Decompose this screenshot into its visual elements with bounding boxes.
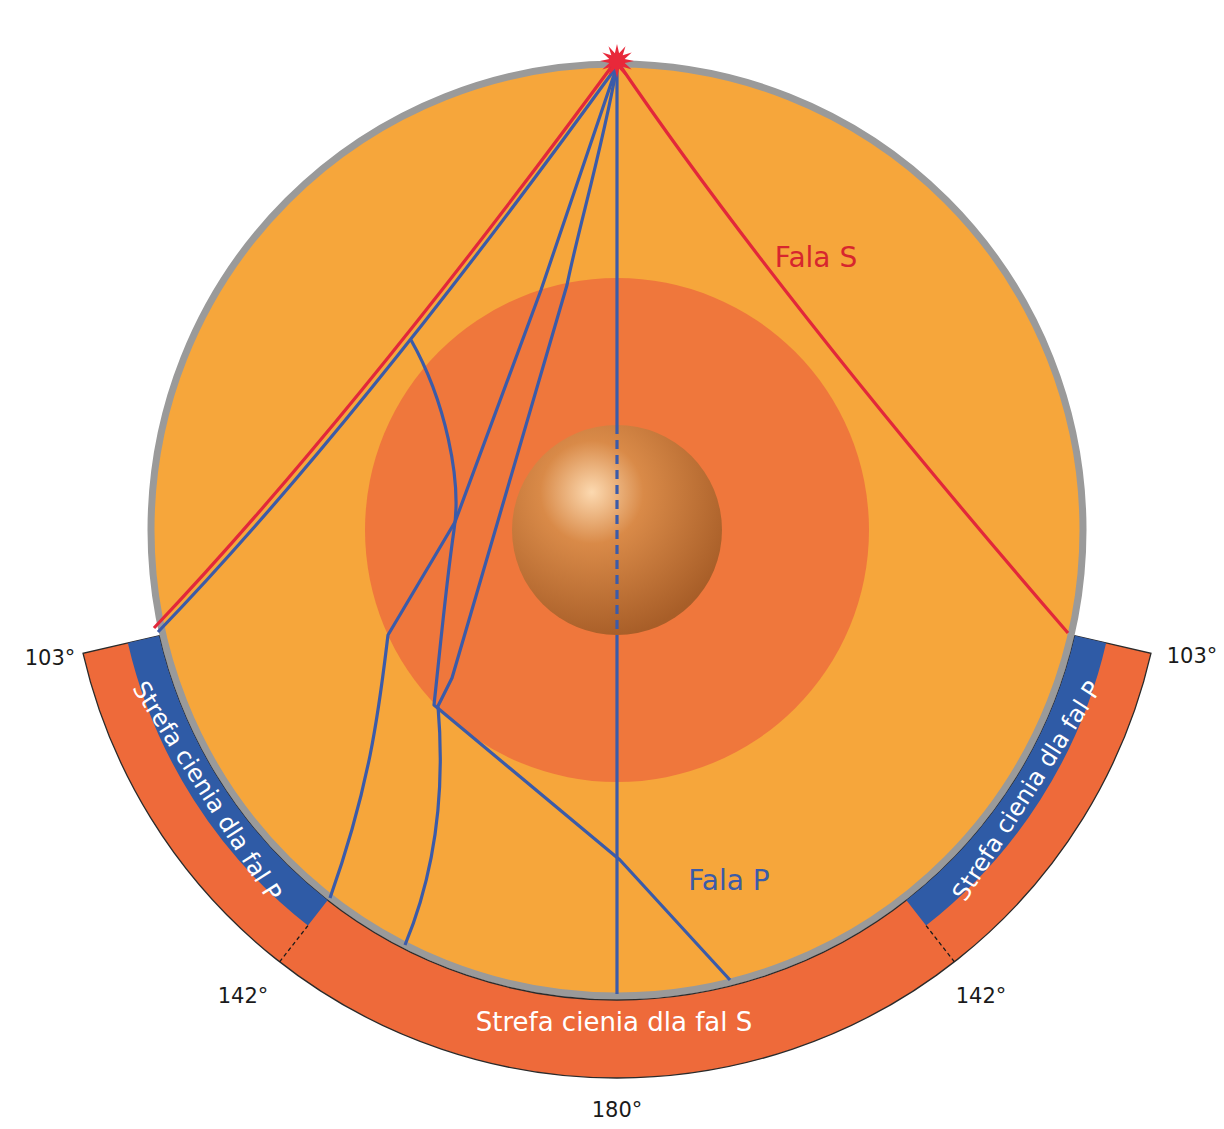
degree-label: 103°	[25, 648, 76, 669]
wave-label: Fala S	[775, 244, 857, 272]
p-ray	[405, 66, 617, 945]
zone-label: Strefa cienia dla fal P	[948, 677, 1105, 905]
band-group	[906, 636, 1106, 926]
s-wave-rays	[154, 62, 1068, 633]
degree-label: 142°	[956, 986, 1007, 1007]
mantle	[151, 64, 1083, 996]
p-shadow-band: Strefa cienia dla fal P	[60, 600, 360, 960]
degree-label: 180°	[592, 1100, 643, 1121]
band-fill	[906, 636, 1106, 926]
p-ray	[615, 637, 618, 994]
zone-label: Strefa cienia dla fal P	[129, 677, 286, 905]
degree-tick	[926, 926, 954, 962]
s-ray	[154, 62, 615, 628]
wave-label: Fala P	[688, 867, 769, 895]
band-fill	[83, 636, 1151, 1078]
p-shadow-band: Strefa cienia dla fal P	[864, 600, 1164, 960]
degree-tick	[280, 926, 308, 962]
band-group	[83, 636, 1151, 1078]
p-ray	[330, 66, 617, 898]
epicenter-star	[600, 44, 634, 78]
band-shape	[864, 600, 1164, 960]
s-ray	[619, 64, 1068, 633]
p-ray	[615, 425, 618, 637]
degree-label: 103°	[1167, 646, 1218, 667]
p-ray	[615, 66, 618, 425]
degree-label: 142°	[218, 986, 269, 1007]
zone-label: Strefa cienia dla fal S	[476, 1009, 753, 1035]
